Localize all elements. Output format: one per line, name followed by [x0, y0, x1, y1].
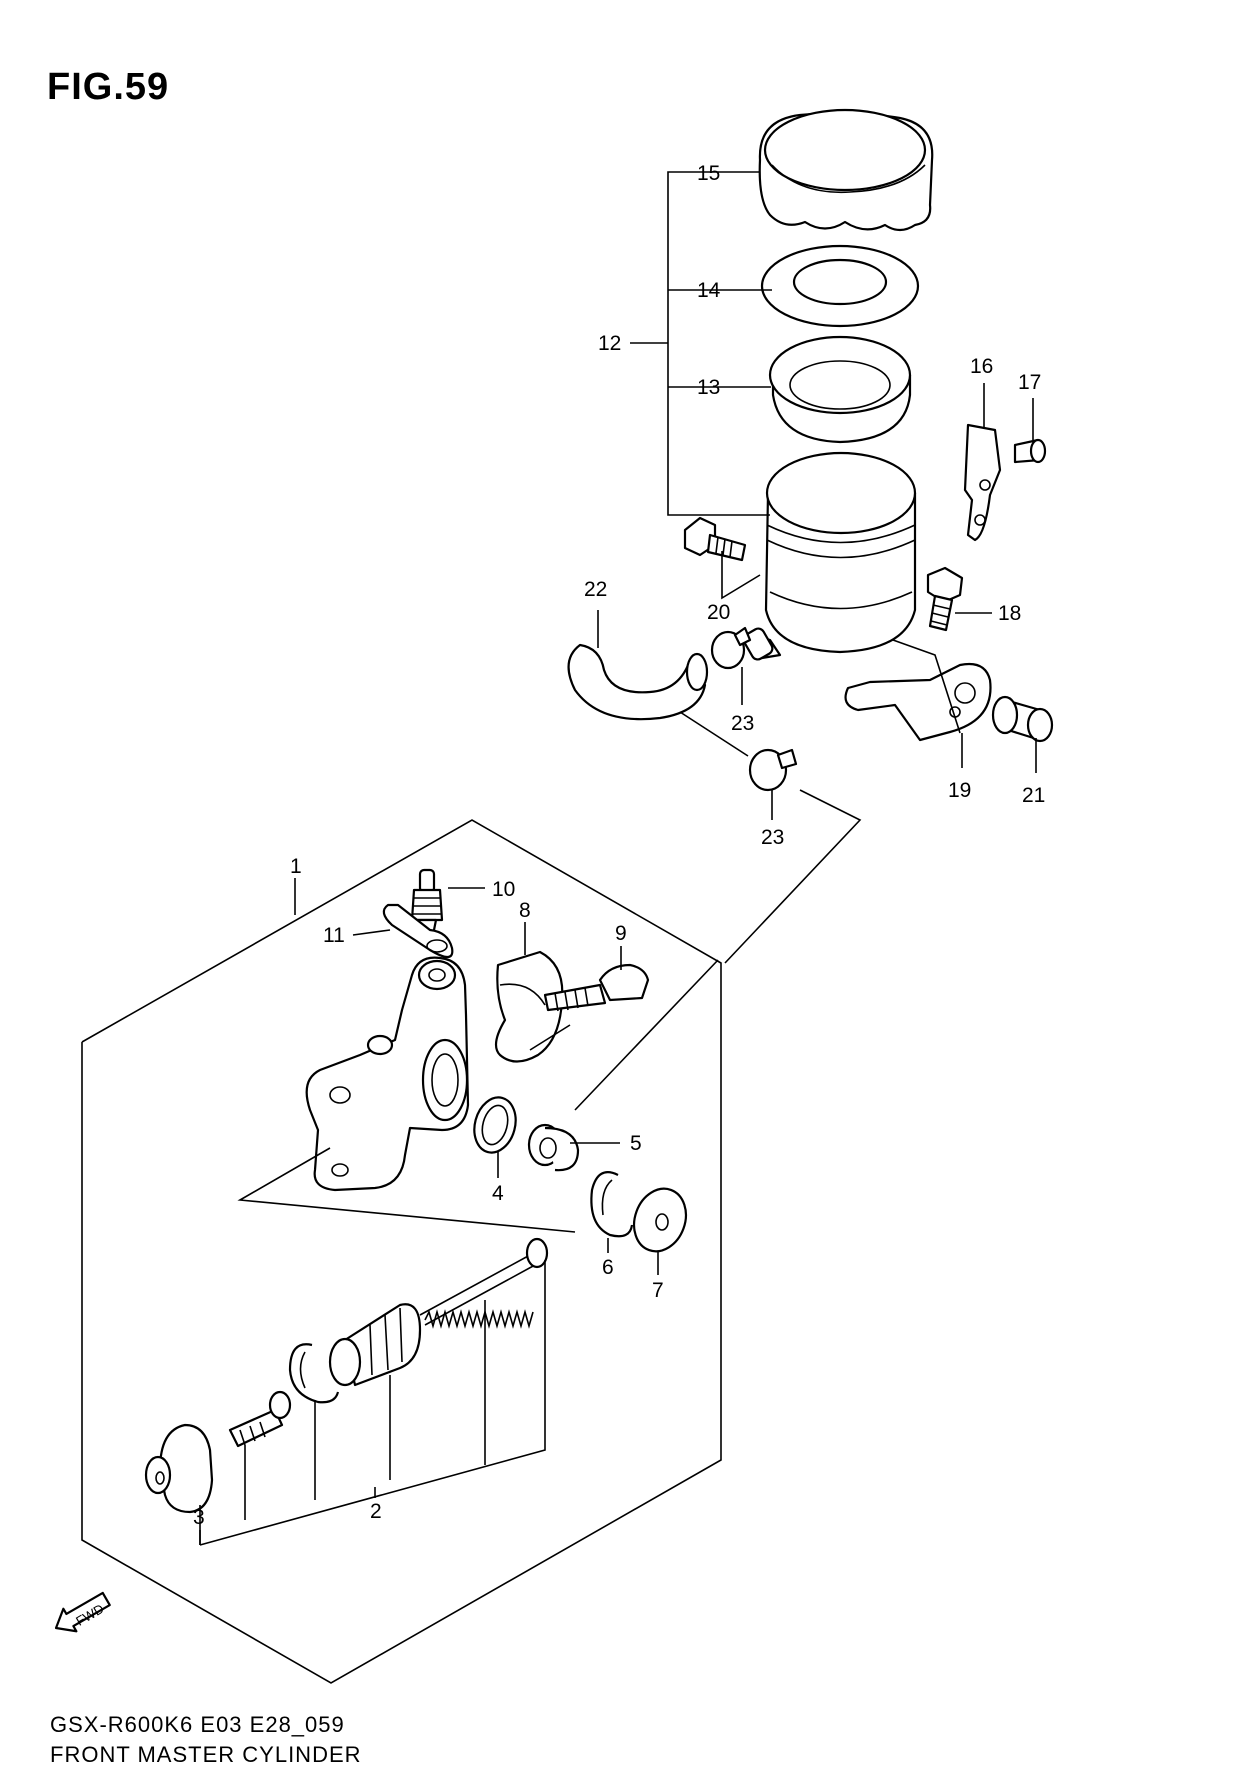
callout-6: 6 — [602, 1256, 614, 1279]
bolt-20 — [683, 516, 747, 562]
callout-10: 10 — [492, 878, 515, 901]
callout-17: 17 — [1018, 371, 1041, 394]
callout-15: 15 — [697, 162, 720, 185]
model-code: GSX-R600K6 E03 E28_059 — [50, 1712, 345, 1737]
callout-19: 19 — [948, 779, 971, 802]
bracket-16 — [963, 423, 1002, 542]
boot-7 — [632, 1187, 688, 1253]
bolt-18 — [926, 566, 964, 632]
callout-5: 5 — [630, 1132, 642, 1155]
leader-lines — [199, 171, 1037, 1546]
circlip-lower — [288, 1343, 340, 1404]
piston — [328, 1303, 422, 1387]
screw-17 — [1013, 438, 1047, 464]
spring — [419, 1237, 549, 1329]
fwd-arrow-icon — [54, 1591, 111, 1633]
figure-title: FIG.59 — [47, 66, 170, 108]
boot-3 — [144, 1423, 214, 1514]
clamp-23-lower — [748, 748, 798, 792]
callout-3: 3 — [193, 1506, 205, 1529]
push-rod — [228, 1390, 292, 1448]
callout-11: 11 — [323, 924, 345, 947]
bracket-19 — [844, 662, 992, 742]
clamp-23-upper — [710, 626, 752, 670]
master-cylinder-body — [305, 956, 470, 1192]
callout-16: 16 — [970, 355, 993, 378]
callout-4: 4 — [492, 1182, 504, 1205]
bolt-9 — [543, 963, 650, 1012]
connector-5 — [527, 1123, 580, 1172]
circlip-6 — [590, 1171, 634, 1238]
callout-8: 8 — [519, 899, 531, 922]
callout-13: 13 — [697, 376, 720, 399]
reservoir-body — [742, 451, 917, 661]
reservoir-plate — [760, 244, 920, 328]
o-ring-4 — [473, 1096, 517, 1154]
bleeder-washer-11 — [382, 903, 454, 959]
figure-name: FRONT MASTER CYLINDER — [50, 1742, 362, 1767]
callout-labels: 1 2 3 4 5 6 7 8 9 10 11 12 13 14 15 16 1… — [193, 162, 1045, 1529]
callout-7: 7 — [652, 1279, 664, 1302]
reservoir-cap — [758, 108, 934, 232]
callout-22: 22 — [584, 578, 607, 601]
callout-21: 21 — [1022, 784, 1045, 807]
callout-9: 9 — [615, 922, 627, 945]
reservoir-diaphragm — [768, 335, 912, 444]
callout-20: 20 — [707, 601, 730, 624]
hose-22 — [567, 643, 709, 721]
callout-1: 1 — [290, 855, 302, 878]
collar-21 — [991, 695, 1054, 743]
callout-14: 14 — [697, 279, 721, 302]
holder-8 — [494, 950, 564, 1063]
assembly-box — [81, 819, 722, 1684]
callout-23-upper: 23 — [731, 712, 754, 735]
callout-18: 18 — [998, 602, 1021, 625]
callout-12: 12 — [598, 332, 621, 355]
callout-2: 2 — [370, 1500, 382, 1523]
callout-23-lower: 23 — [761, 826, 784, 849]
